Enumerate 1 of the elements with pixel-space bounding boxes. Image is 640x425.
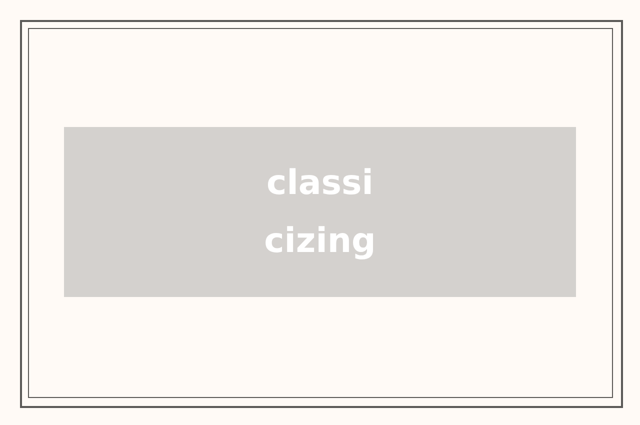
process-box	[64, 127, 576, 297]
